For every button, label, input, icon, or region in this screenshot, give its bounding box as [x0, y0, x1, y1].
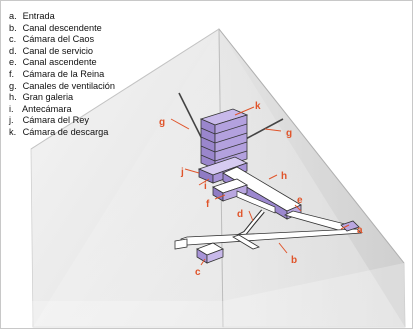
legend-item-canales-ventilacion: g. Canales de ventilación [9, 81, 115, 93]
callout-f: f [206, 199, 210, 210]
callout-i: i [204, 181, 207, 192]
legend-key: e. [9, 57, 17, 68]
legend-key: f. [9, 68, 15, 79]
legend-key: a. [9, 11, 17, 21]
entrance [340, 220, 360, 232]
callout-j: j [180, 167, 184, 178]
legend-item-camara-caos: c. Cámara del Caos [9, 34, 115, 46]
legend-key: i. [9, 103, 14, 114]
relieving-chambers [199, 108, 249, 170]
pyramid-edge-left [30, 28, 220, 150]
legend-label: Cámara del Caos [22, 34, 95, 45]
callout-k: k [255, 101, 261, 112]
callout-g-left: g [159, 117, 165, 128]
legend-key: d. [9, 45, 17, 56]
callout-b: b [291, 255, 297, 266]
callout-h: h [281, 171, 287, 182]
legend-label: Gran galeria [22, 92, 74, 103]
legend-item-camara-descarga: k. Cámara de descarga [9, 127, 115, 139]
legend-key: j. [9, 115, 14, 126]
legend-label: Cámara del Rey [22, 115, 89, 126]
pyramid-edge-right [218, 28, 405, 264]
legend-item-antecamara: i. Antecámara [9, 104, 115, 116]
legend-item-canal-servicio: d. Canal de servicio [9, 46, 115, 58]
legend-label: Entrada [22, 11, 55, 21]
callout-g-right: g [286, 128, 292, 139]
legend-item-canal-ascendente: e. Canal ascendente [9, 57, 115, 69]
legend-label: Cámara de descarga [22, 126, 109, 137]
callout-a: a [357, 225, 363, 236]
callout-d: d [237, 209, 243, 220]
callout-e: e [297, 195, 303, 206]
legend-key: c. [9, 34, 17, 45]
legend-key: k. [9, 126, 17, 137]
legend-label: Canales de ventilación [22, 80, 116, 91]
legend-item-entrada: a. Entrada [9, 11, 115, 23]
callout-lines [170, 106, 350, 266]
legend-item-gran-galeria: h. Gran galeria [9, 92, 115, 104]
callout-c: c [195, 267, 201, 278]
legend-key: g. [9, 80, 17, 91]
legend-item-camara-reina: f. Cámara de la Reina [9, 69, 115, 81]
legend-item-camara-rey: j. Cámara del Rey [9, 115, 115, 127]
legend-key: h. [9, 92, 17, 103]
queens-chamber [212, 178, 276, 214]
chaos-chamber [196, 242, 224, 264]
legend-key: b. [9, 22, 17, 33]
legend-label: Canal ascendente [22, 57, 97, 68]
legend-label: Canal descendente [22, 22, 102, 33]
legend-label: Cámara de la Reina [22, 68, 105, 79]
legend-label: Canal de servicio [22, 45, 94, 56]
pyramid-base-shadow [31, 263, 405, 327]
legend: a. Entrada b. Canal descendente c. Cámar… [9, 11, 115, 139]
legend-item-canal-descendente: b. Canal descendente [9, 23, 115, 35]
legend-label: Antecámara [22, 103, 72, 114]
